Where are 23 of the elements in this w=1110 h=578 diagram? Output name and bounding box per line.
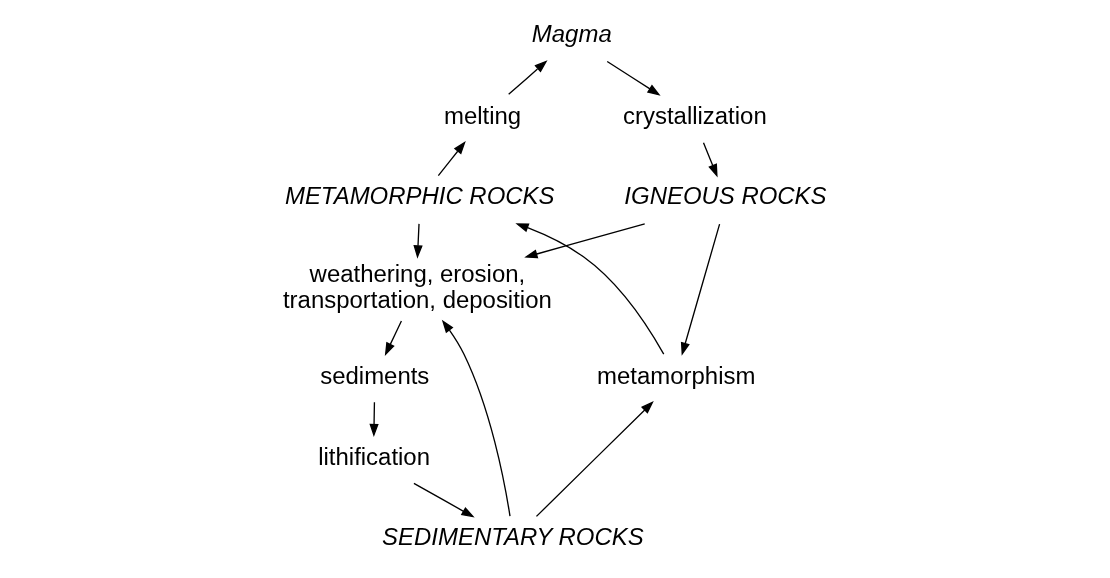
node-text: crystallization: [622, 102, 767, 130]
arrow: [441, 319, 511, 517]
arrow: [680, 223, 720, 356]
arrow: [412, 482, 475, 518]
arrow: [368, 401, 379, 438]
node-text: lithification: [317, 443, 430, 471]
arrow: [384, 320, 402, 356]
arrow: [437, 141, 466, 177]
arrow: [412, 223, 423, 259]
arrow: [507, 60, 547, 96]
node-text: IGNEOUS ROCKS: [623, 182, 827, 210]
node-text: METAMORPHIC ROCKS: [284, 182, 554, 210]
node-text: weathering, erosion, transportation, deposition: [282, 259, 552, 314]
arrow: [702, 142, 718, 178]
arrow: [606, 60, 661, 96]
node-text: SEDIMENTARY ROCKS: [381, 523, 644, 551]
arrow: [514, 223, 664, 355]
node-text: metamorphism: [596, 362, 755, 390]
node-text: sediments: [319, 362, 429, 390]
arrow: [523, 223, 645, 259]
arrow: [535, 400, 654, 518]
node-text: melting: [443, 102, 521, 130]
node-text: Magma: [531, 19, 612, 47]
